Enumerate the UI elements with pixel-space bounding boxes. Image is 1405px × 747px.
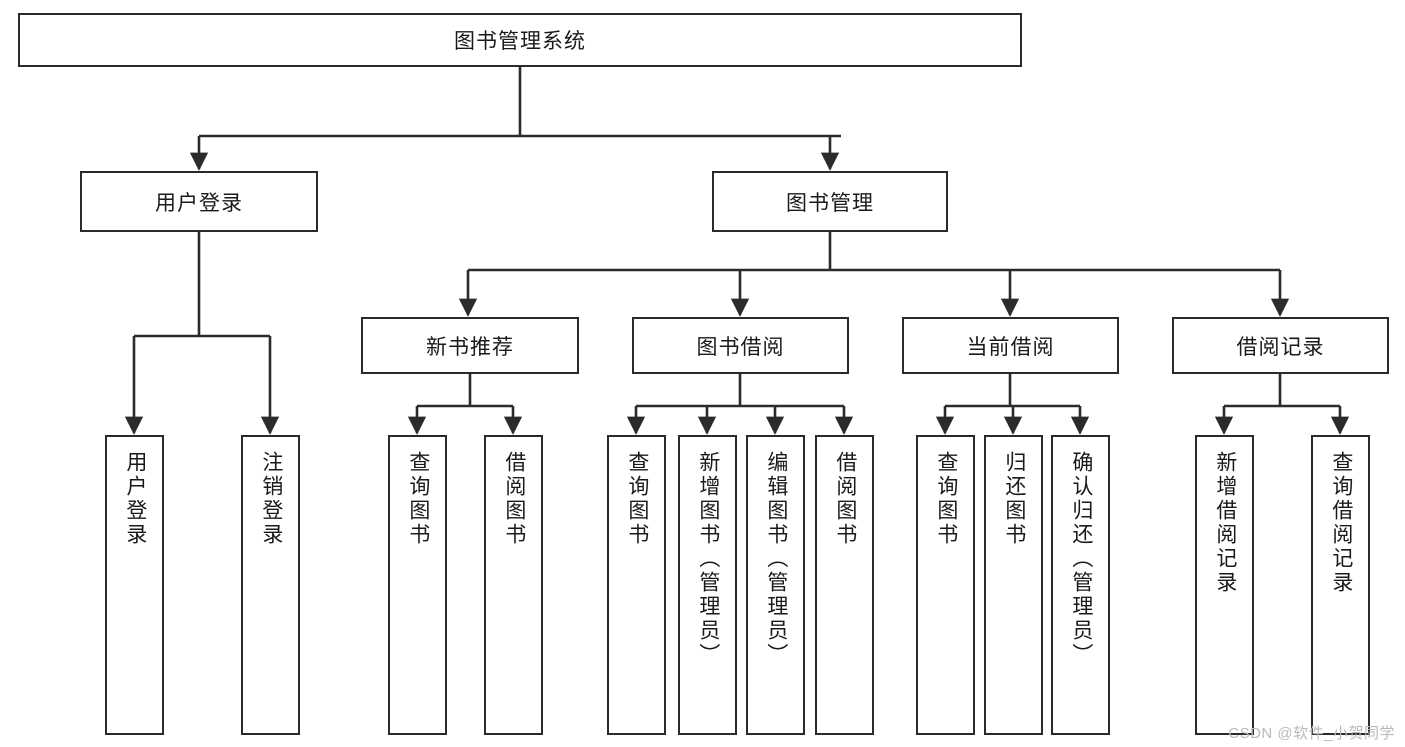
leaf-borrow-book-label: 借阅图书 [833, 451, 857, 547]
leaf-query-borrow-record[interactable]: 查询借阅记录 [1311, 435, 1370, 735]
node-book-management-label: 图书管理 [786, 191, 874, 215]
leaf-add-book-admin-label: 新增图书（管理员） [696, 451, 720, 667]
leaf-query-borrow-record-label: 查询借阅记录 [1329, 451, 1353, 595]
leaf-borrow-book-recommend-label: 借阅图书 [502, 451, 526, 547]
leaf-query-book-borrow[interactable]: 查询图书 [607, 435, 666, 735]
leaf-query-book-recommend-label: 查询图书 [406, 451, 430, 547]
node-borrow-records[interactable]: 借阅记录 [1172, 317, 1389, 374]
node-current-borrow-label: 当前借阅 [966, 335, 1055, 359]
leaf-confirm-return-admin-label: 确认归还（管理员） [1069, 451, 1093, 667]
csdn-watermark: CSDN @软件_小贺同学 [1228, 725, 1395, 742]
leaf-borrow-book[interactable]: 借阅图书 [815, 435, 874, 735]
leaf-confirm-return-admin[interactable]: 确认归还（管理员） [1051, 435, 1110, 735]
node-new-book-recommend[interactable]: 新书推荐 [361, 317, 579, 374]
leaf-query-book-current-label: 查询图书 [934, 451, 958, 547]
leaf-query-book-current[interactable]: 查询图书 [916, 435, 975, 735]
leaf-add-borrow-record-label: 新增借阅记录 [1213, 451, 1237, 595]
leaf-logout[interactable]: 注销登录 [241, 435, 300, 735]
node-root[interactable]: 图书管理系统 [18, 13, 1022, 67]
leaf-query-book-recommend[interactable]: 查询图书 [388, 435, 447, 735]
node-root-label: 图书管理系统 [454, 30, 586, 53]
node-borrow-records-label: 借阅记录 [1236, 335, 1325, 359]
leaf-user-login[interactable]: 用户登录 [105, 435, 164, 735]
leaf-add-borrow-record[interactable]: 新增借阅记录 [1195, 435, 1254, 735]
node-book-borrow[interactable]: 图书借阅 [632, 317, 849, 374]
leaf-user-login-label: 用户登录 [123, 451, 147, 547]
node-book-management[interactable]: 图书管理 [712, 171, 948, 232]
node-book-borrow-label: 图书借阅 [696, 335, 785, 359]
leaf-edit-book-admin[interactable]: 编辑图书（管理员） [746, 435, 805, 735]
node-user-login[interactable]: 用户登录 [80, 171, 318, 232]
leaf-add-book-admin[interactable]: 新增图书（管理员） [678, 435, 737, 735]
leaf-return-book-label: 归还图书 [1002, 451, 1026, 547]
leaf-query-book-borrow-label: 查询图书 [625, 451, 649, 547]
leaf-logout-label: 注销登录 [259, 451, 283, 547]
leaf-borrow-book-recommend[interactable]: 借阅图书 [484, 435, 543, 735]
node-user-login-label: 用户登录 [155, 191, 243, 215]
leaf-edit-book-admin-label: 编辑图书（管理员） [764, 451, 788, 667]
node-new-book-recommend-label: 新书推荐 [426, 335, 514, 359]
node-current-borrow[interactable]: 当前借阅 [902, 317, 1119, 374]
leaf-return-book[interactable]: 归还图书 [984, 435, 1043, 735]
